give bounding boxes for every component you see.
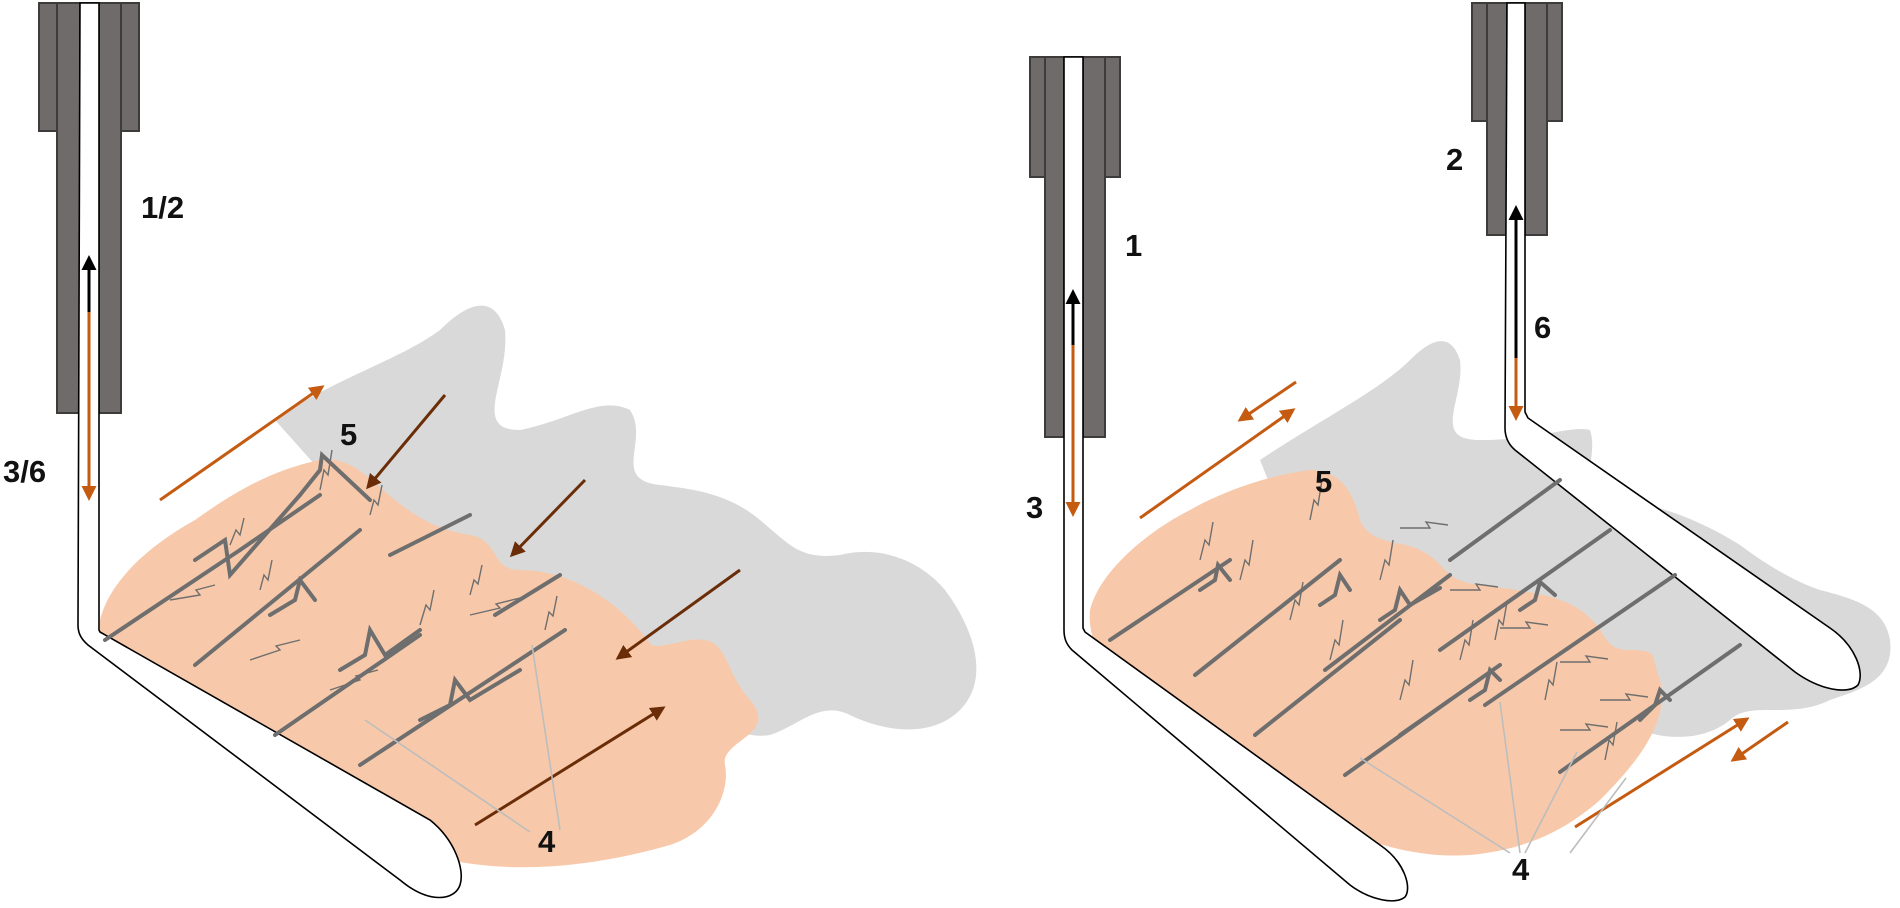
label-fibers-left: 5: [340, 417, 357, 452]
motion-arrow-upper-left: [159, 385, 325, 502]
fiber-hooks-left: [169, 449, 558, 691]
pointer-lines-left: [364, 644, 561, 833]
gray-processed-region: [275, 305, 977, 736]
pointer-lines-right: [1359, 701, 1627, 854]
probe-right-b: [1504, 2, 1861, 691]
fiber-hooks-right: [1199, 479, 1649, 761]
left-panel: 1/2 3/6 5 4: [3, 2, 977, 899]
label-flow-right-b: 6: [1534, 310, 1551, 345]
fiber-network-left: [103, 450, 567, 767]
probe-right-a: [1063, 56, 1409, 902]
counter-arrow-upper-right: [1237, 380, 1297, 422]
feed-arrow-2-left: [509, 478, 587, 558]
gray-processed-region: [1260, 341, 1891, 737]
probe-left: [77, 2, 462, 899]
right-panel: 1 2 3 6 5 4: [1026, 2, 1891, 902]
label-tool-right-a: 1: [1125, 228, 1142, 263]
label-tool-left: 1/2: [141, 190, 184, 225]
motion-arrow-lower-left: [474, 706, 666, 827]
label-tool-right-b: 2: [1446, 142, 1463, 177]
motion-arrow-upper-right: [1139, 408, 1296, 520]
label-fibers-right: 5: [1315, 464, 1332, 499]
label-pointer-right: 4: [1512, 852, 1530, 887]
counter-arrow-lower-right: [1730, 720, 1789, 762]
feed-arrow-1-left: [366, 394, 447, 490]
label-pointer-left: 4: [538, 824, 556, 859]
fiber-network-right: [1108, 478, 1742, 777]
label-flow-right-a: 3: [1026, 490, 1043, 525]
label-flow-left: 3/6: [3, 454, 46, 489]
feed-arrow-3-left: [615, 568, 741, 660]
